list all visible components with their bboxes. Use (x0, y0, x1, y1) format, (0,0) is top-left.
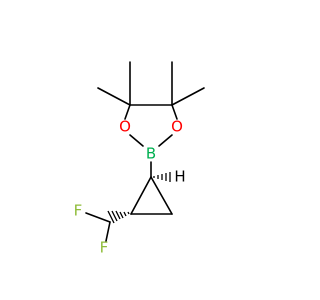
atom-f2: F (100, 239, 109, 257)
bond-c-f2 (105, 221, 111, 242)
bond-c1-c2 (150, 176, 173, 215)
bond-c-f1 (85, 212, 111, 223)
bond-c3-c1 (130, 176, 152, 215)
bond-o2-b (158, 134, 173, 147)
bond-c4-o1 (124, 104, 131, 120)
molecule-structure: O O B H F F (74, 61, 205, 257)
atom-o2: O (171, 118, 183, 136)
atom-f1: F (74, 202, 83, 220)
bond-c5-methyl-2 (171, 87, 205, 106)
atom-h: H (174, 168, 185, 186)
hash-bond-c3-cf2 (107, 210, 130, 224)
atom-o1: O (119, 118, 131, 136)
bond-c5-o2 (171, 104, 178, 120)
bond-c4-methyl-1 (97, 87, 131, 106)
atom-b: B (146, 145, 156, 163)
bond-o1-b (129, 134, 144, 147)
hash-bond-c1-h (153, 172, 171, 182)
